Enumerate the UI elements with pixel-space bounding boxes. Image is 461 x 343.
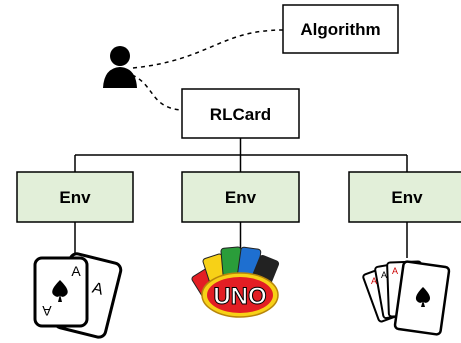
env-node-2: Env (181, 171, 300, 223)
svg-text:A: A (371, 276, 377, 286)
algorithm-node: Algorithm (282, 4, 399, 54)
env-label-3: Env (391, 188, 423, 207)
uno-logo-text: UNO (213, 283, 266, 310)
env-node-3: Env (348, 171, 461, 223)
playing-cards-icon: A A A (33, 252, 123, 339)
rlcard-label: RLCard (210, 105, 271, 124)
user-algorithm-connector (132, 29, 284, 69)
env-node-1: Env (16, 171, 134, 223)
algorithm-label: Algorithm (300, 20, 380, 39)
env-game-connectors (74, 222, 408, 258)
rlcard-node: RLCard (181, 88, 300, 139)
svg-text:A: A (71, 263, 81, 279)
user-icon (103, 46, 137, 88)
user-rlcard-connector (131, 74, 183, 111)
tree-connectors (74, 138, 408, 172)
svg-text:A: A (90, 280, 105, 299)
svg-text:A: A (42, 303, 52, 319)
four-aces-icon: A A A (362, 260, 451, 336)
env-label-1: Env (59, 188, 91, 207)
svg-text:A: A (381, 270, 387, 280)
env-label-2: Env (225, 188, 257, 207)
svg-text:A: A (392, 266, 398, 276)
uno-cards-icon: UNO (191, 246, 280, 318)
